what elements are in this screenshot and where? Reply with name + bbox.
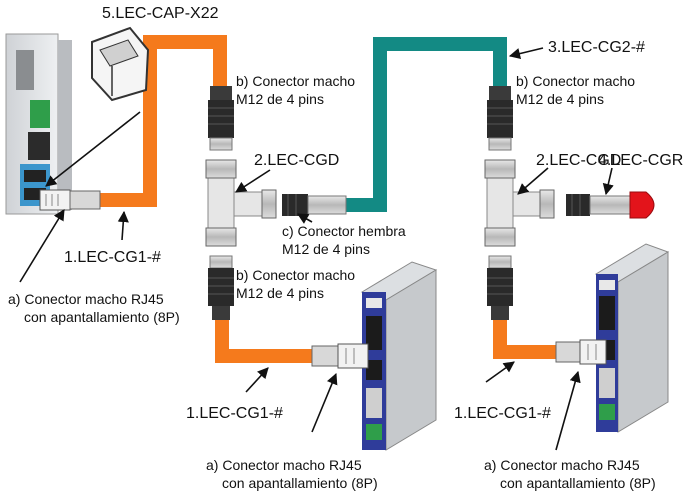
driver-unit-middle-icon — [360, 261, 438, 451]
label-rj45-right-line1: a) Conector macho RJ45 — [484, 457, 640, 473]
t-branch-left-icon — [205, 159, 277, 247]
label-rj45-mid-line2: con apantallamiento (8P) — [222, 475, 378, 491]
label-male-m12-a-line2: M12 de 4 pins — [236, 91, 324, 107]
label-cg1-top: 1.LEC-CG1-# — [64, 249, 161, 266]
label-male-m12-b-line1: b) Conector macho — [516, 73, 635, 89]
m12-connector-right-top-icon — [487, 86, 513, 151]
cable-cg1-bottom-right — [493, 320, 565, 359]
terminating-resistor-icon — [566, 191, 655, 219]
label-rj45-left-line2: con apantallamiento (8P) — [24, 309, 180, 325]
rj45-plug-left-icon — [39, 189, 101, 211]
label-male-m12-c-line1: b) Conector macho — [236, 267, 355, 283]
label-cg1-bottom-right: 1.LEC-CG1-# — [454, 405, 551, 422]
m12-connector-left-bottom-icon — [208, 255, 234, 320]
cable-cg2 — [345, 37, 507, 212]
label-rj45-right-line2: con apantallamiento (8P) — [500, 475, 656, 491]
t-branch-right-icon — [484, 159, 555, 247]
label-cgd-right: 2.LEC-CGD — [536, 152, 621, 169]
cable-cg1-top — [98, 35, 227, 207]
rj45-plug-right-icon — [555, 339, 607, 365]
label-female-m12-line2: M12 de 4 pins — [282, 241, 370, 257]
label-rj45-mid-line1: a) Conector macho RJ45 — [206, 457, 362, 473]
protective-cap-icon — [91, 26, 150, 102]
m12-female-connector-icon — [282, 194, 347, 216]
label-male-m12-a-line1: b) Conector macho — [236, 73, 355, 89]
label-cap: 5.LEC-CAP-X22 — [102, 5, 219, 22]
label-cgr: 4.LEC-CGR — [598, 152, 683, 169]
arrows — [19, 47, 614, 451]
m12-connector-left-top-icon — [208, 86, 234, 151]
label-cable-cg2: 3.LEC-CG2-# — [548, 39, 645, 56]
label-cg1-bottom-left: 1.LEC-CG1-# — [186, 405, 283, 422]
label-cgd-left: 2.LEC-CGD — [254, 152, 339, 169]
label-female-m12-line1: c) Conector hembra — [282, 223, 406, 239]
cable-cg1-bottom-left — [215, 320, 320, 363]
label-male-m12-c-line2: M12 de 4 pins — [236, 285, 324, 301]
driver-unit-right-icon — [594, 243, 670, 433]
controller-unit-icon — [5, 33, 72, 215]
label-male-m12-b-line2: M12 de 4 pins — [516, 91, 604, 107]
rj45-plug-middle-icon — [311, 343, 369, 369]
label-rj45-left-line1: a) Conector macho RJ45 — [8, 291, 164, 307]
m12-connector-right-bottom-icon — [487, 255, 513, 320]
